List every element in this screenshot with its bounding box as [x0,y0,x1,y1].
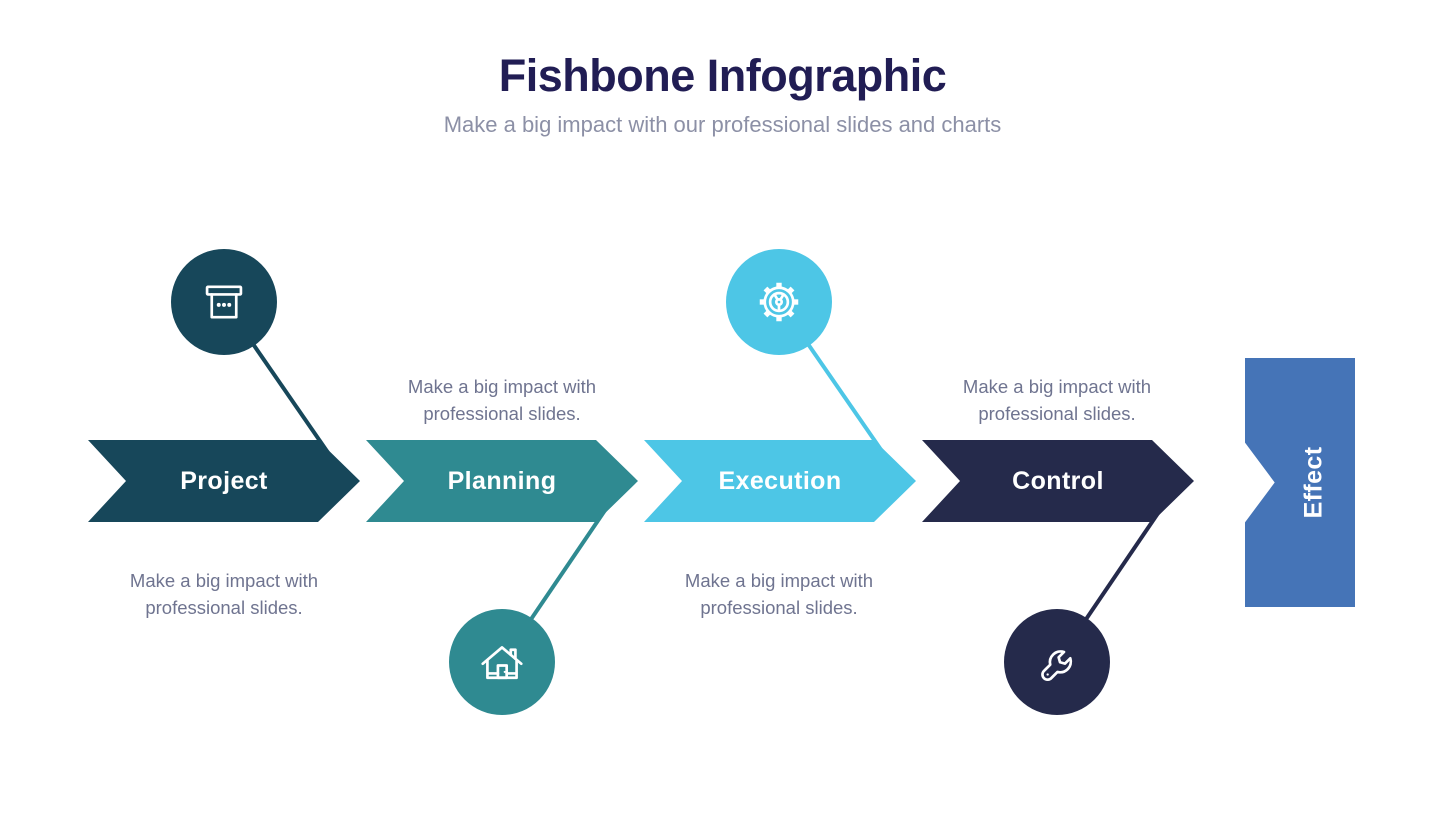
page-title: Fishbone Infographic [498,50,947,101]
stage-label-project: Project [180,466,268,495]
stage-description-control: Make a big impact with professional slid… [962,375,1152,424]
gear-wheel-icon [759,282,799,322]
stage-label-planning: Planning [447,466,557,495]
archive-box-icon [205,285,243,319]
stage-label-control: Control [1012,466,1104,495]
stage-label-execution: Execution [718,466,842,495]
header: Fishbone Infographic Make a big impact w… [0,0,1445,138]
stage-description-planning: Make a big impact with professional slid… [407,375,597,424]
stage-arrow-planning: Planning [366,440,638,522]
wrench-icon [1041,650,1073,681]
stage-circle-project [171,249,277,355]
stage-circle-control [1004,609,1110,715]
stage-arrow-execution: Execution [644,440,916,522]
house-icon [481,646,523,680]
page-subtitle: Make a big impact with our professional … [443,112,1002,137]
stage-circle-execution [726,249,832,355]
stage-description-execution: Make a big impact with professional slid… [684,569,874,618]
stage-arrow-control: Control [922,440,1194,522]
effect-label: Effect [1299,446,1328,519]
stage-description-project: Make a big impact with professional slid… [129,569,319,618]
stage-circle-planning [449,609,555,715]
stage-arrow-project: Project [88,440,360,522]
